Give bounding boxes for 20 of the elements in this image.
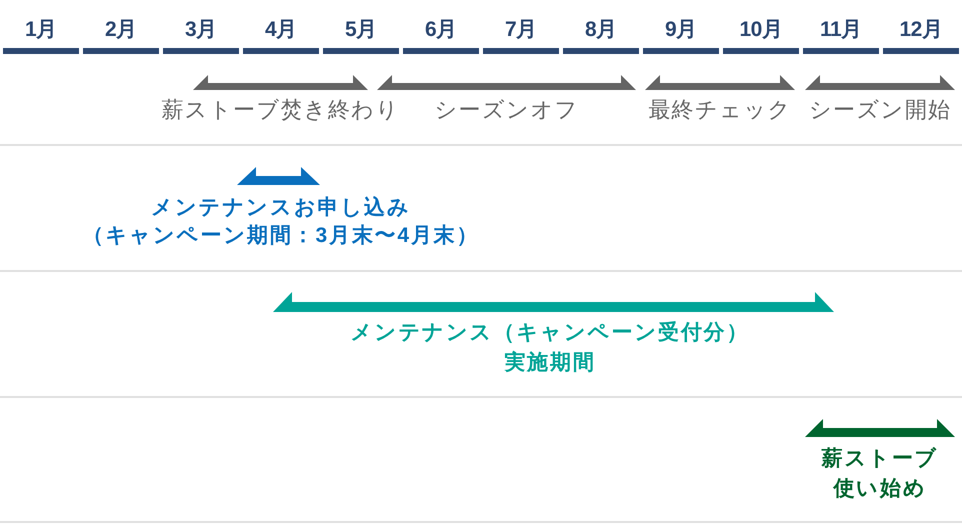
period-label: シーズンオフ [434,97,579,123]
month-label: 4月 [265,19,297,40]
month-label: 10月 [740,19,782,40]
month-label: 11月 [820,19,862,40]
month-label: 5月 [345,19,377,40]
period-label: 薪ストーブ焚き終わり [162,97,400,123]
month-label: 6月 [425,19,457,40]
period-label: （キャンペーン期間：3月末〜4月末） [82,223,480,249]
month-label: 7月 [505,19,537,40]
month-label: 3月 [185,19,217,40]
period-label: 最終チェック [648,97,792,123]
period-label: 薪ストーブ使い始め [820,446,940,502]
month-label: 2月 [105,19,137,40]
month-label: 1月 [25,19,57,40]
month-label: 8月 [585,19,617,40]
period-label: シーズン開始 [809,97,952,123]
period-label: メンテナンスお申し込み [151,195,411,221]
month-label: 12月 [900,19,942,40]
period-label: メンテナンス（キャンペーン受付分）実施期間 [350,320,750,376]
month-label: 9月 [665,19,697,40]
